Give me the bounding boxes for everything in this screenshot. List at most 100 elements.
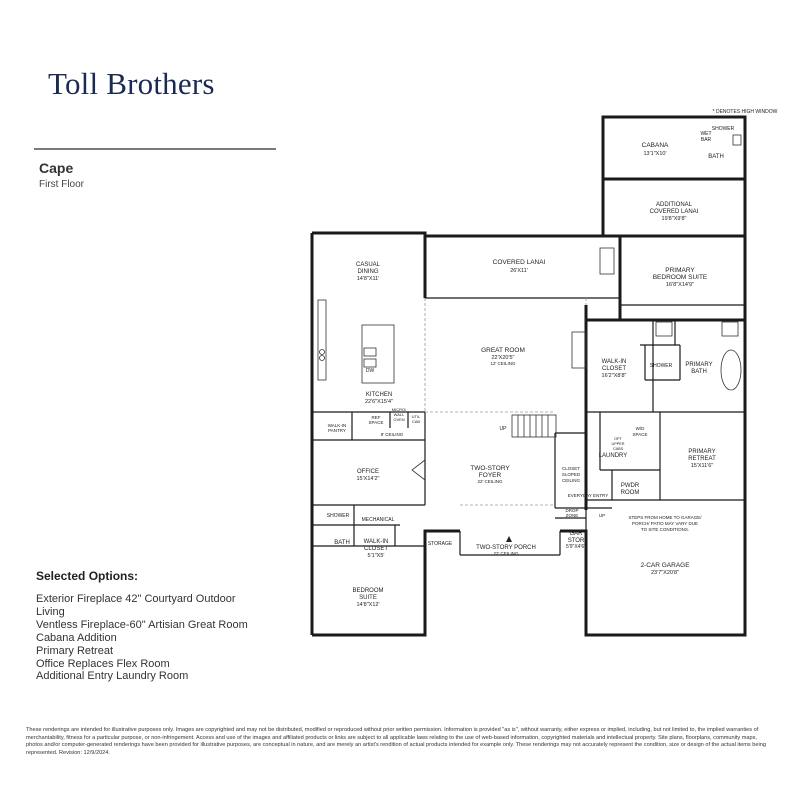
covered-lanai-label: COVERED LANAI <box>493 259 546 266</box>
wet-bar-label-2: BAR <box>701 137 712 143</box>
foyer-ceiling: 22' CEILING <box>477 479 503 484</box>
cabana-label: CABANA <box>642 142 669 149</box>
title-divider <box>34 148 276 150</box>
wd-space-label-2: SPACE <box>633 432 648 437</box>
bedroom-bath-label: BATH <box>334 540 350 546</box>
wet-bar-label-1: WET <box>700 131 711 137</box>
ref-space-label-2: SPACE <box>369 420 384 425</box>
bedroom-shower-label: SHOWER <box>327 513 350 519</box>
primary-closet-dims: 16'2"X8'8" <box>602 373 627 379</box>
primary-suite-label-1: PRIMARY <box>665 267 695 274</box>
cabana-shower-label: SHOWER <box>712 126 735 132</box>
pantry-label-2: PANTRY <box>328 428 346 433</box>
option-item: Cabana Addition <box>36 631 117 644</box>
great-room-label: GREAT ROOM <box>481 347 525 354</box>
office-label: OFFICE <box>357 469 379 475</box>
brand-logo: Toll Brothers <box>48 66 215 101</box>
covered-lanai-dims: 26'X11' <box>510 268 528 274</box>
ref-space-label-1: REF <box>372 415 381 420</box>
closet-sloped-label-2: SLOPED <box>562 472 581 477</box>
exterior-walls <box>310 115 747 637</box>
casual-dining-dims: 14'8"X11' <box>357 276 380 282</box>
plan-model-name: Cape <box>39 160 74 176</box>
opt-cabs-label-2: UPPER <box>611 442 624 446</box>
primary-closet-label-2: CLOSET <box>602 366 626 372</box>
legal-disclaimer: These renderings are intended for illust… <box>26 727 766 756</box>
gar-stor-label-1: GAR <box>569 531 583 537</box>
pwdr-label-1: PWDR <box>621 483 640 489</box>
mechanical-label: MECHANICAL <box>362 517 395 523</box>
plan-floor-name: First Floor <box>39 179 84 190</box>
fireplace-lanai <box>599 247 615 275</box>
storage-label: STORAGE <box>428 541 453 547</box>
great-room-ceiling: 12' CEILING <box>490 361 516 366</box>
bedroom-suite-label-2: SUITE <box>359 595 377 601</box>
kitchen-label: KITCHEN <box>366 392 392 398</box>
foyer-label-1: TWO-STORY <box>470 465 510 472</box>
fixtures <box>317 134 742 542</box>
dishwasher-label: DW <box>366 368 375 374</box>
closet-sloped-label-1: CLOSET <box>562 466 580 471</box>
cabana-dims: 13'1"X10' <box>643 151 666 157</box>
laundry-label: LAUNDRY <box>599 453 628 459</box>
primary-bath-label-2: BATH <box>691 369 707 375</box>
stair-up-label: UP <box>500 426 508 432</box>
retreat-label-1: PRIMARY <box>688 449 715 455</box>
cabana-bath-label: BATH <box>708 154 724 160</box>
casual-dining-label-2: DINING <box>358 269 379 275</box>
micro-oven-label-3: OVEN <box>393 417 404 422</box>
kitchen-dims: 22'6"X15'4" <box>365 399 393 405</box>
drop-zone-label-1: DROP <box>565 508 578 513</box>
bed-closet-dims: 5'1"X5' <box>368 553 385 559</box>
wd-space-label-1: W/D <box>636 426 645 431</box>
casual-dining-label-1: CASUAL <box>356 262 381 268</box>
garage-note-1: STEPS FROM HOME TO GARAGE/ <box>628 515 702 520</box>
primary-shower-label: SHOWER <box>650 363 673 369</box>
option-item: Additional Entry Laundry Room <box>36 670 189 683</box>
primary-suite-label-2: BEDROOM SUITE <box>653 274 708 281</box>
primary-bath-label-1: PRIMARY <box>685 362 712 368</box>
kitchen-island <box>361 324 395 384</box>
util-cab-label-2: CAB <box>412 419 421 424</box>
retreat-label-2: RETREAT <box>688 456 716 462</box>
stairs <box>511 414 557 438</box>
micro-oven-label-2: WALL <box>394 412 406 417</box>
additional-lanai-dims: 19'8"X9'8" <box>662 216 687 222</box>
dashed-lines <box>424 298 587 506</box>
gar-stor-dims: 5'9"X4'6" <box>566 544 586 550</box>
room-labels: * DENOTES HIGH WINDOW CABANA 13'1"X10' W… <box>327 109 778 608</box>
option-item: Exterior Fireplace 42" Courtyard Outdoor <box>36 593 236 605</box>
everyday-entry-label: EVERYDAY ENTRY <box>568 493 608 498</box>
closet-sloped-label-3: CEILING <box>562 478 581 483</box>
interior-walls <box>312 236 745 552</box>
office-door-swing <box>411 459 426 481</box>
nine-ceiling-label: 9' CEILING <box>381 432 404 437</box>
opt-cabs-label-1: OPT <box>614 437 622 441</box>
additional-lanai-label-2: COVERED LANAI <box>650 209 699 215</box>
primary-closet-label-1: WALK-IN <box>602 359 627 365</box>
selected-options-title: Selected Options: <box>36 569 139 583</box>
option-item: Primary Retreat <box>36 644 114 657</box>
option-item: Ventless Fireplace-60" Artisian Great Ro… <box>36 618 248 631</box>
additional-lanai-label-1: ADDITIONAL <box>656 202 693 208</box>
pantry-label-1: WALK-IN <box>328 423 347 428</box>
bedroom-suite-dims: 14'8"X12' <box>356 602 379 608</box>
great-room-dims: 22'X20'5" <box>491 355 514 361</box>
gar-stor-label-2: STOR <box>568 538 585 544</box>
retreat-dims: 15'X11'6" <box>691 463 714 469</box>
garage-up-label: UP <box>599 513 605 518</box>
option-item: Office Replaces Flex Room <box>36 657 170 670</box>
opt-cabs-label-3: CABS <box>613 447 624 451</box>
garage-label: 2-CAR GARAGE <box>640 562 690 569</box>
micro-oven-label-1: MICRO/ <box>392 407 407 412</box>
option-item: Living <box>36 605 65 618</box>
drop-zone-label-2: ZONE <box>566 513 579 518</box>
bed-closet-label-2: CLOSET <box>364 546 388 552</box>
garage-dims: 23'7"X20'8" <box>651 570 679 576</box>
bed-closet-label-1: WALK-IN <box>364 539 389 545</box>
bathtub <box>720 349 742 391</box>
primary-suite-dims: 16'8"X14'9" <box>666 282 694 288</box>
porch-ceiling: 22' CEILING <box>493 551 519 556</box>
garage-note-2: PORCH/ PATIO MAY VARY DUE <box>632 521 698 526</box>
